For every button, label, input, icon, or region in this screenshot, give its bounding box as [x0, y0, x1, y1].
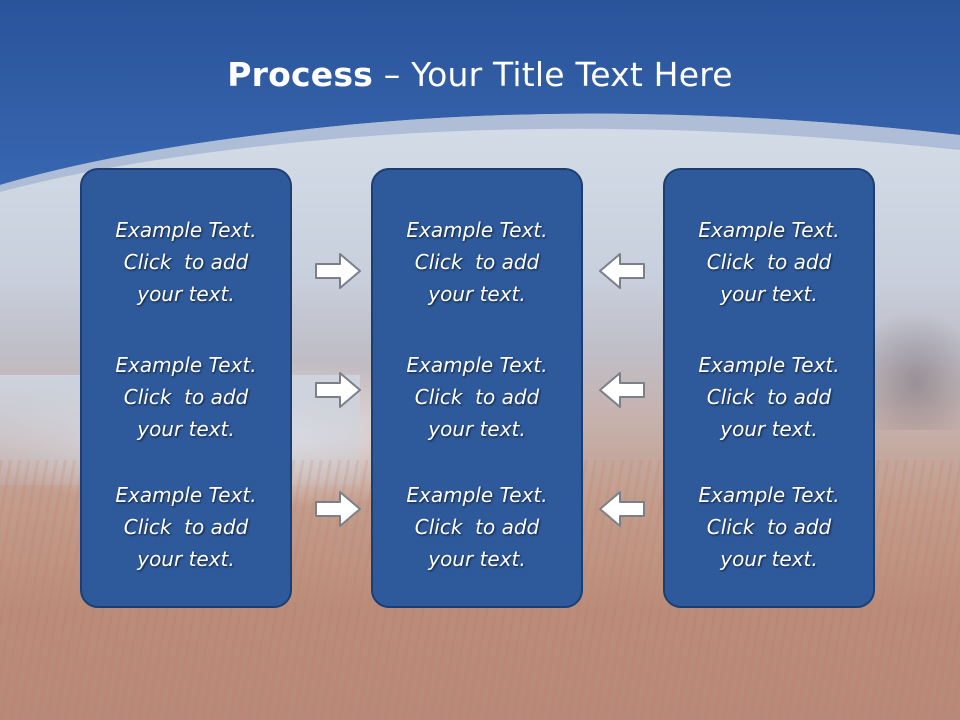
text-block[interactable]: Example Text. Click to add your text.	[82, 214, 290, 310]
text-line: Example Text.	[698, 353, 840, 377]
text-line: your text.	[720, 547, 818, 571]
text-block[interactable]: Example Text. Click to add your text.	[373, 349, 581, 445]
text-line: your text.	[137, 282, 235, 306]
text-line: your text.	[720, 417, 818, 441]
text-line: your text.	[428, 417, 526, 441]
text-line: your text.	[428, 547, 526, 571]
text-line: Example Text.	[406, 483, 548, 507]
right-arrow-icon	[315, 253, 361, 289]
text-line: your text.	[137, 417, 235, 441]
text-line: your text.	[720, 282, 818, 306]
text-line: Click to add	[706, 250, 832, 274]
text-block[interactable]: Example Text. Click to add your text.	[82, 479, 290, 575]
text-line: Example Text.	[406, 218, 548, 242]
left-arrow-icon	[599, 491, 645, 527]
text-line: Example Text.	[115, 483, 257, 507]
text-line: Example Text.	[406, 353, 548, 377]
text-block[interactable]: Example Text. Click to add your text.	[665, 349, 873, 445]
title-bold: Process	[227, 55, 374, 94]
left-panel[interactable]: Example Text. Click to add your text. Ex…	[80, 168, 292, 608]
text-line: your text.	[428, 282, 526, 306]
left-arrow-icon	[599, 372, 645, 408]
text-line: Example Text.	[115, 353, 257, 377]
text-line: Click to add	[414, 515, 540, 539]
center-panel[interactable]: Example Text. Click to add your text. Ex…	[371, 168, 583, 608]
right-arrow-icon	[315, 491, 361, 527]
title-rest: – Your Title Text Here	[373, 55, 733, 94]
right-panel[interactable]: Example Text. Click to add your text. Ex…	[663, 168, 875, 608]
text-line: Click to add	[706, 515, 832, 539]
text-line: Example Text.	[115, 218, 257, 242]
text-line: Click to add	[123, 250, 249, 274]
right-arrow-icon	[315, 372, 361, 408]
left-arrow-icon	[599, 253, 645, 289]
text-block[interactable]: Example Text. Click to add your text.	[665, 214, 873, 310]
text-block[interactable]: Example Text. Click to add your text.	[373, 214, 581, 310]
slide-title[interactable]: Process – Your Title Text Here	[0, 54, 960, 96]
text-line: your text.	[137, 547, 235, 571]
header-banner	[0, 0, 960, 210]
text-line: Click to add	[123, 515, 249, 539]
text-block[interactable]: Example Text. Click to add your text.	[373, 479, 581, 575]
text-line: Example Text.	[698, 483, 840, 507]
text-line: Click to add	[414, 250, 540, 274]
text-line: Click to add	[414, 385, 540, 409]
text-line: Example Text.	[698, 218, 840, 242]
text-block[interactable]: Example Text. Click to add your text.	[665, 479, 873, 575]
text-block[interactable]: Example Text. Click to add your text.	[82, 349, 290, 445]
text-line: Click to add	[706, 385, 832, 409]
text-line: Click to add	[123, 385, 249, 409]
